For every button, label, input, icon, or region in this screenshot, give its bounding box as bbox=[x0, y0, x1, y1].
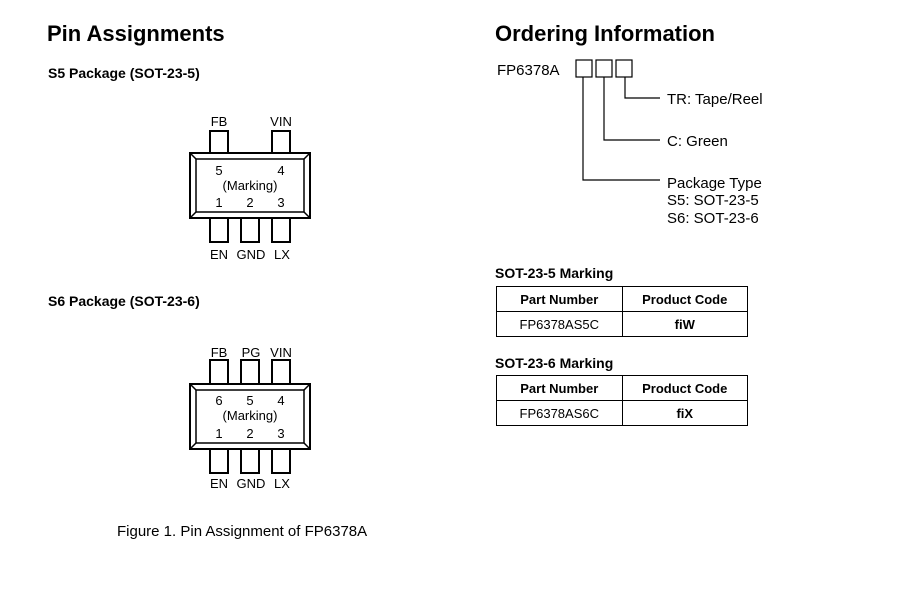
s6-pin-lead-vin bbox=[271, 359, 291, 385]
s6-pin-lead-fb bbox=[209, 359, 229, 385]
tr-leader-line bbox=[624, 77, 660, 99]
s6-pin-number-4: 4 bbox=[277, 393, 284, 408]
s5-pin-number-2: 2 bbox=[246, 195, 253, 210]
s6-marking-label: (Marking) bbox=[223, 408, 278, 423]
header-part-number: Part Number bbox=[496, 375, 623, 401]
table-header-row: Part Number Product Code bbox=[496, 286, 748, 312]
s5-package-diagram bbox=[189, 130, 311, 243]
s5-package-body-inner bbox=[195, 158, 305, 213]
s5-pin-label-en: EN bbox=[210, 247, 228, 262]
green-leader-line bbox=[603, 77, 660, 141]
s5-pin-number-4: 4 bbox=[277, 163, 284, 178]
s6-pin-number-5: 5 bbox=[246, 393, 253, 408]
product-code-cell: fiW bbox=[621, 311, 748, 337]
header-product-code: Product Code bbox=[621, 286, 748, 312]
ordering-base-part: FP6378A bbox=[497, 62, 560, 79]
s6-pin-lead-gnd bbox=[240, 448, 260, 474]
s6-pin-lead-lx bbox=[271, 448, 291, 474]
s5-pin-lead-gnd bbox=[240, 217, 260, 243]
s6-pin-label-en: EN bbox=[210, 476, 228, 491]
ordering-box-green bbox=[595, 59, 613, 78]
s5-pin-number-3: 3 bbox=[277, 195, 284, 210]
part-number-cell: FP6378AS6C bbox=[496, 400, 623, 426]
table-header-row: Part Number Product Code bbox=[496, 375, 748, 401]
s6-pin-number-3: 3 bbox=[277, 426, 284, 441]
sot236-marking-title: SOT-23-6 Marking bbox=[495, 355, 614, 371]
ordering-green-label: C: Green bbox=[667, 133, 728, 150]
s6-pin-number-1: 1 bbox=[215, 426, 222, 441]
s5-pin-lead-en bbox=[209, 217, 229, 243]
header-product-code: Product Code bbox=[621, 375, 748, 401]
ordering-s6-label: S6: SOT-23-6 bbox=[667, 210, 759, 227]
s5-marking-label: (Marking) bbox=[223, 178, 278, 193]
ordering-package-label: Package Type bbox=[667, 175, 762, 192]
s6-package-diagram bbox=[189, 359, 311, 474]
part-number-cell: FP6378AS5C bbox=[496, 311, 623, 337]
s6-pin-label-vin: VIN bbox=[270, 345, 292, 360]
s5-pin-lead-vin bbox=[271, 130, 291, 154]
sot236-marking-table: Part Number Product Code FP6378AS6C fiX bbox=[496, 375, 748, 426]
table-row: FP6378AS5C fiW bbox=[496, 311, 748, 337]
s6-package-body-inner bbox=[195, 389, 305, 444]
s5-pin-label-gnd: GND bbox=[237, 247, 266, 262]
ordering-box-package bbox=[575, 59, 593, 78]
s6-pin-lead-pg bbox=[240, 359, 260, 385]
sot235-marking-title: SOT-23-5 Marking bbox=[495, 265, 614, 281]
s5-pin-number-5: 5 bbox=[215, 163, 222, 178]
s5-package-body bbox=[189, 152, 311, 219]
product-code-cell: fiX bbox=[621, 400, 748, 426]
sot235-marking-table: Part Number Product Code FP6378AS5C fiW bbox=[496, 286, 748, 337]
s5-pin-label-vin: VIN bbox=[270, 114, 292, 129]
s6-pin-number-2: 2 bbox=[246, 426, 253, 441]
s6-pin-lead-en bbox=[209, 448, 229, 474]
s6-pin-label-pg: PG bbox=[242, 345, 261, 360]
ordering-s5-label: S5: SOT-23-5 bbox=[667, 192, 759, 209]
ordering-box-tape bbox=[615, 59, 633, 78]
s6-pin-label-fb: FB bbox=[211, 345, 228, 360]
s6-package-body bbox=[189, 383, 311, 450]
pin-assignments-title: Pin Assignments bbox=[47, 21, 225, 46]
ordering-information-title: Ordering Information bbox=[495, 21, 715, 46]
s6-pin-label-gnd: GND bbox=[237, 476, 266, 491]
header-part-number: Part Number bbox=[496, 286, 623, 312]
s5-pin-label-fb: FB bbox=[211, 114, 228, 129]
package-leader-line bbox=[582, 77, 660, 181]
s5-pin-lead-lx bbox=[271, 217, 291, 243]
s6-package-title: S6 Package (SOT-23-6) bbox=[48, 293, 200, 309]
s6-pin-number-6: 6 bbox=[215, 393, 222, 408]
table-row: FP6378AS6C fiX bbox=[496, 400, 748, 426]
s5-package-title: S5 Package (SOT-23-5) bbox=[48, 65, 200, 81]
s5-pin-label-lx: LX bbox=[274, 247, 290, 262]
ordering-tr-label: TR: Tape/Reel bbox=[667, 91, 763, 108]
s6-pin-label-lx: LX bbox=[274, 476, 290, 491]
s5-pin-number-1: 1 bbox=[215, 195, 222, 210]
figure-caption: Figure 1. Pin Assignment of FP6378A bbox=[117, 523, 368, 540]
ordering-code-diagram bbox=[575, 59, 660, 181]
s5-pin-lead-fb bbox=[209, 130, 229, 154]
